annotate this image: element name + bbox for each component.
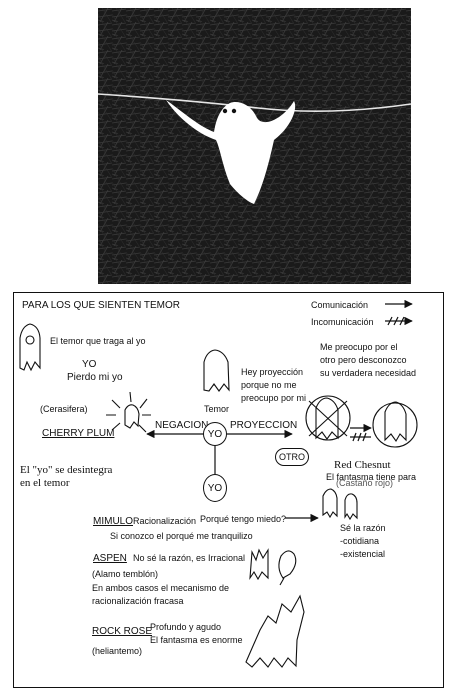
- disintegrates-line-1: El "yo" se desintegra: [20, 464, 113, 476]
- fear-label: Temor: [204, 404, 230, 414]
- self-node-bottom: YO: [203, 474, 227, 502]
- projection-label: PROYECCION: [230, 420, 298, 431]
- self-node-top: YO: [203, 422, 227, 446]
- red-chestnut-overlap: El fantasma tiene para: [326, 472, 417, 482]
- castano-rojo-label: (Castaño rojo): [336, 478, 394, 488]
- other-node: OTRO: [275, 448, 309, 466]
- ghost-on-rope-icon: [97, 8, 412, 284]
- rock-rose-latin: (heliantemo): [92, 646, 143, 656]
- daily-label: -cotidiana: [340, 536, 380, 546]
- rock-rose-desc-1: Profundo y agudo: [150, 622, 222, 632]
- lose-self-label: Pierdo mi yo: [67, 372, 123, 383]
- aspen-latin: (Alamo temblón): [92, 569, 159, 579]
- rock-rose-label: ROCK ROSE: [92, 626, 153, 637]
- worry-line-2: otro pero desconozco: [320, 355, 407, 365]
- diagram-title: PARA LOS QUE SIENTEN TEMOR: [22, 300, 180, 311]
- legend-communication: Comunicación: [311, 300, 369, 310]
- projection-note-2: porque no me: [241, 380, 297, 390]
- legend-incommunication: Incomunicación: [311, 317, 374, 327]
- aspen-desc: No sé la razón, es Irracional: [133, 553, 246, 563]
- disintegrates-line-2: en el temor: [20, 477, 70, 489]
- mimulo-answer: Si conozco el porqué me tranquilizo: [110, 531, 253, 541]
- worry-line-1: Me preocupo por el: [320, 342, 398, 352]
- why-fear-question: Porqué tengo miedo?: [200, 514, 287, 524]
- rock-rose-desc-2: El fantasma es enorme: [150, 635, 243, 645]
- fear-swallows-self: El temor que traga al yo: [50, 336, 146, 346]
- both-cases-line-2: racionalización fracasa: [92, 596, 184, 606]
- self-label: YO: [82, 359, 97, 370]
- projection-note-1: Hey proyección: [241, 367, 304, 377]
- rationalization-label: Racionalización: [133, 516, 197, 526]
- cherry-plum-label: CHERRY PLUM: [42, 428, 115, 439]
- cerasifera-label: (Cerasifera): [40, 404, 88, 414]
- diagram-frame: [13, 292, 444, 688]
- worry-line-3: su verdadera necesidad: [320, 368, 417, 378]
- mimulo-label: MIMULO: [93, 516, 133, 527]
- projection-note-3: preocupo por mi: [241, 393, 307, 403]
- existential-label: -existencial: [340, 549, 386, 559]
- aspen-label: ASPEN: [93, 553, 127, 564]
- red-chestnut-label: Red Chesnut: [334, 459, 391, 471]
- knows-reason-label: Sé la razón: [340, 523, 386, 533]
- ghost-illustration: [97, 8, 412, 284]
- negation-label: NEGACION: [155, 420, 209, 431]
- both-cases-line-1: En ambos casos el mecanismo de: [92, 583, 230, 593]
